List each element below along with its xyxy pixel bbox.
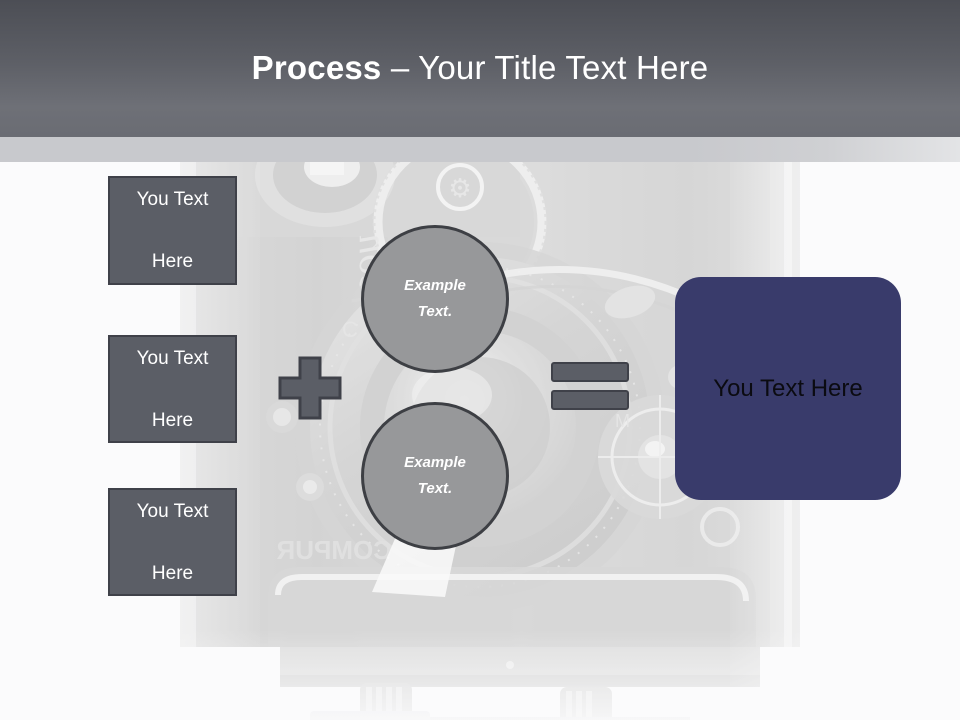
svg-text:C: C	[342, 317, 358, 342]
input-box-2-line1: You Text	[136, 347, 209, 369]
process-circle-2-line1: Example	[404, 454, 466, 471]
page-title-emphasis: Process	[251, 49, 382, 86]
process-circle-1-line2: Text.	[417, 303, 453, 320]
equals-icon-bar-top	[551, 362, 629, 382]
page-title-remainder: – Your Title Text Here	[381, 49, 709, 86]
input-box-3-line1: You Text	[136, 500, 209, 522]
input-box-3-line2: Here	[151, 562, 194, 584]
result-box[interactable]: You Text Here	[675, 277, 901, 500]
equals-icon-bar-bottom	[551, 390, 629, 410]
svg-text:COMPUR: COMPUR	[276, 535, 392, 565]
svg-text:⚙: ⚙	[448, 174, 471, 203]
input-box-2-line2: Here	[151, 409, 194, 431]
title-accent-band	[0, 137, 960, 162]
process-circle-1-line1: Example	[404, 277, 466, 294]
page-title: Process – Your Title Text Here	[0, 48, 960, 88]
equals-icon	[551, 362, 629, 412]
slide-title-bar: Process – Your Title Text Here	[0, 0, 960, 137]
input-box-1-line1: You Text	[136, 189, 209, 210]
plus-icon-shape	[278, 356, 342, 420]
svg-text:M: M	[615, 411, 630, 431]
process-circle-2-line2: Text.	[417, 480, 453, 497]
background-fade-bottom	[0, 630, 960, 720]
result-box-label: You Text Here	[713, 374, 863, 402]
plus-icon	[277, 355, 343, 421]
input-box-1-line2: Here	[151, 251, 194, 272]
